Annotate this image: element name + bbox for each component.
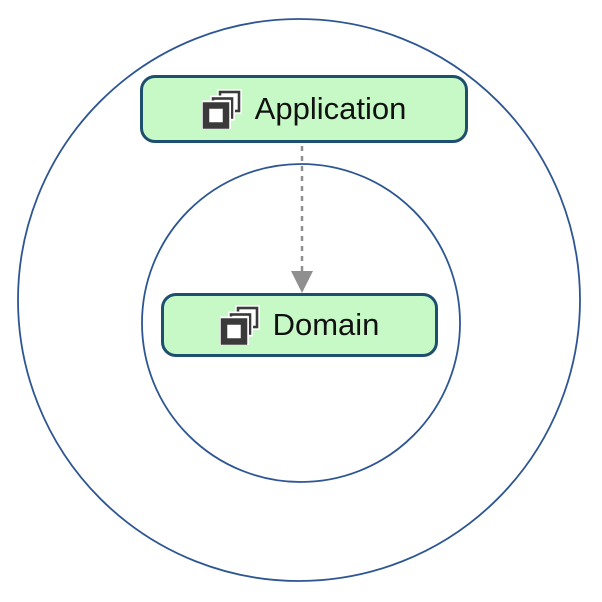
inner-circle[interactable] xyxy=(141,163,461,483)
node-domain[interactable]: Domain xyxy=(161,293,438,357)
arrowhead-icon xyxy=(291,271,313,293)
dashed-arrow-application-to-domain[interactable] xyxy=(291,146,313,293)
node-application[interactable]: Application xyxy=(140,75,468,143)
stacked-squares-icon xyxy=(201,89,242,129)
node-domain-label: Domain xyxy=(272,306,380,342)
node-application-label: Application xyxy=(254,90,407,126)
outer-circle[interactable] xyxy=(17,18,581,582)
stacked-squares-icon xyxy=(219,305,260,345)
